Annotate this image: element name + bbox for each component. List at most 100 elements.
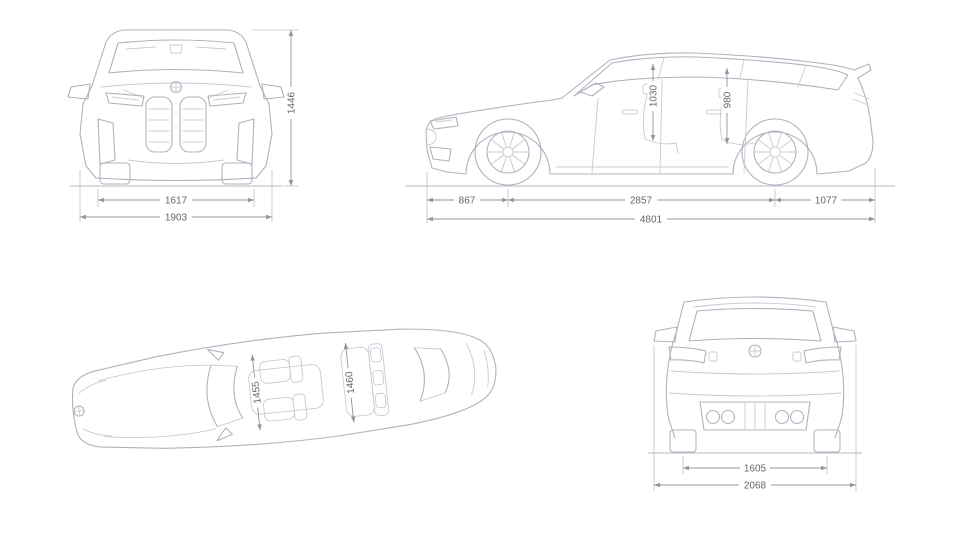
tailgate-line xyxy=(670,370,840,375)
dim-label-rear-width: 2068 xyxy=(739,479,771,492)
exhaust-tip xyxy=(774,409,790,425)
dim-text-rear-width: 2068 xyxy=(744,481,767,492)
dim-label-width: 1903 xyxy=(160,211,192,224)
bmw-roundel-cross xyxy=(170,81,182,93)
front-wheel-right xyxy=(221,162,253,185)
taillight-left-inner xyxy=(708,351,718,362)
front-bumper-lower xyxy=(431,167,467,175)
rear-headrest xyxy=(374,392,387,409)
label-backing xyxy=(249,377,264,409)
dim-label-headroom-rear: 980 xyxy=(721,87,734,113)
front-wheel-arch xyxy=(465,131,551,175)
top-car-drawing xyxy=(71,328,497,449)
dim-label-front-overhang: 867 xyxy=(454,194,480,207)
dim-label-wheelbase: 2857 xyxy=(625,194,657,207)
label-backing xyxy=(160,194,192,206)
dim-text-rear-overhang: 1077 xyxy=(815,196,838,207)
side-car-drawing xyxy=(405,52,895,187)
label-backing xyxy=(740,462,770,474)
headlight-left xyxy=(105,92,145,107)
rear-wheel-right xyxy=(813,429,841,453)
rear-window xyxy=(688,307,822,342)
rear-rim xyxy=(753,130,797,174)
dim-text-track: 1617 xyxy=(165,196,188,207)
rear-car-drawing xyxy=(648,296,862,454)
door-handle-front xyxy=(621,109,639,115)
glasshouse xyxy=(573,56,849,97)
rear-view: 1605 2068 xyxy=(648,296,862,492)
dim-text-cabin-width-front: 1455 xyxy=(250,380,263,404)
rear-headrest xyxy=(369,347,382,363)
side-dimensions: 1030 980 867 2857 10 xyxy=(426,64,876,226)
label-backing xyxy=(625,194,657,206)
front-dimensions: 1446 1617 1903 xyxy=(79,29,298,224)
a-pillars xyxy=(210,364,244,428)
pillars xyxy=(657,57,807,88)
label-backing xyxy=(635,213,667,225)
dim-text-rear-track: 1605 xyxy=(744,464,767,475)
hood-creases xyxy=(97,364,217,438)
rear-body-side-left xyxy=(665,301,685,439)
front-body-outline xyxy=(79,29,273,179)
rear-hub xyxy=(769,146,781,158)
rear-roof-line xyxy=(693,302,817,308)
nose-lines xyxy=(78,379,113,437)
label-backing xyxy=(160,211,192,223)
hood-lines xyxy=(123,89,229,99)
diffuser-fins xyxy=(744,401,766,431)
seat-front-left-cushion xyxy=(259,359,291,384)
dim-text-front-overhang: 867 xyxy=(459,196,476,207)
sunroof xyxy=(248,364,324,415)
label-backing xyxy=(454,194,480,206)
dim-label-headroom-front: 1030 xyxy=(647,81,660,111)
door-shutlines xyxy=(591,79,749,175)
diffuser xyxy=(699,401,811,431)
label-backing xyxy=(342,367,357,399)
rear-bench-backrest xyxy=(367,343,390,417)
d-pillars xyxy=(413,347,446,402)
bmw-roundel-cross xyxy=(748,344,762,358)
dim-text-headroom-front: 1030 xyxy=(649,84,660,107)
dim-text-wheelbase: 2857 xyxy=(630,196,653,207)
side-kidney-grille xyxy=(426,128,437,146)
seat-front-left-backrest xyxy=(288,355,304,383)
rear-wheel-spokes xyxy=(754,132,796,172)
dim-label-rear-overhang: 1077 xyxy=(811,194,841,207)
rear-tire xyxy=(741,118,809,186)
rear-roof-spoiler xyxy=(683,296,827,303)
headlight-right xyxy=(207,92,247,107)
bumper-line xyxy=(668,392,842,397)
rear-wheel-arch xyxy=(732,131,818,175)
headlight-left-detail xyxy=(111,96,139,101)
headlight-right-detail xyxy=(213,96,241,101)
front-view: 1446 1617 1903 xyxy=(67,29,298,224)
dim-label-length: 4801 xyxy=(635,213,667,226)
front-hub xyxy=(502,146,514,158)
dim-label-cabin-width-rear: 1460 xyxy=(342,367,357,399)
taillight-right xyxy=(803,346,842,364)
sun-visors xyxy=(125,46,227,50)
windshield-base xyxy=(233,365,244,419)
side-headlight xyxy=(429,116,459,130)
label-backing xyxy=(721,87,733,113)
kidney-grille-right xyxy=(179,96,207,153)
rear-body-side-right xyxy=(825,301,845,439)
exhaust-tip xyxy=(720,409,736,425)
side-taillight xyxy=(852,92,870,106)
rear-headrest xyxy=(372,370,385,386)
dim-label-rear-track: 1605 xyxy=(740,462,770,475)
seat-front-right-cushion xyxy=(263,396,295,422)
front-tire xyxy=(474,118,542,186)
side-mirror xyxy=(579,82,605,97)
label-backing xyxy=(739,479,771,491)
label-backing xyxy=(285,87,297,119)
front-seat xyxy=(642,94,679,154)
rear-mirror-right xyxy=(832,326,857,343)
dim-text-height: 1446 xyxy=(287,91,298,114)
taillight-right-inner xyxy=(792,351,802,362)
dim-label-height: 1446 xyxy=(285,87,298,119)
kidney-grille-left xyxy=(145,96,173,153)
rear-mirror-left xyxy=(653,326,678,343)
